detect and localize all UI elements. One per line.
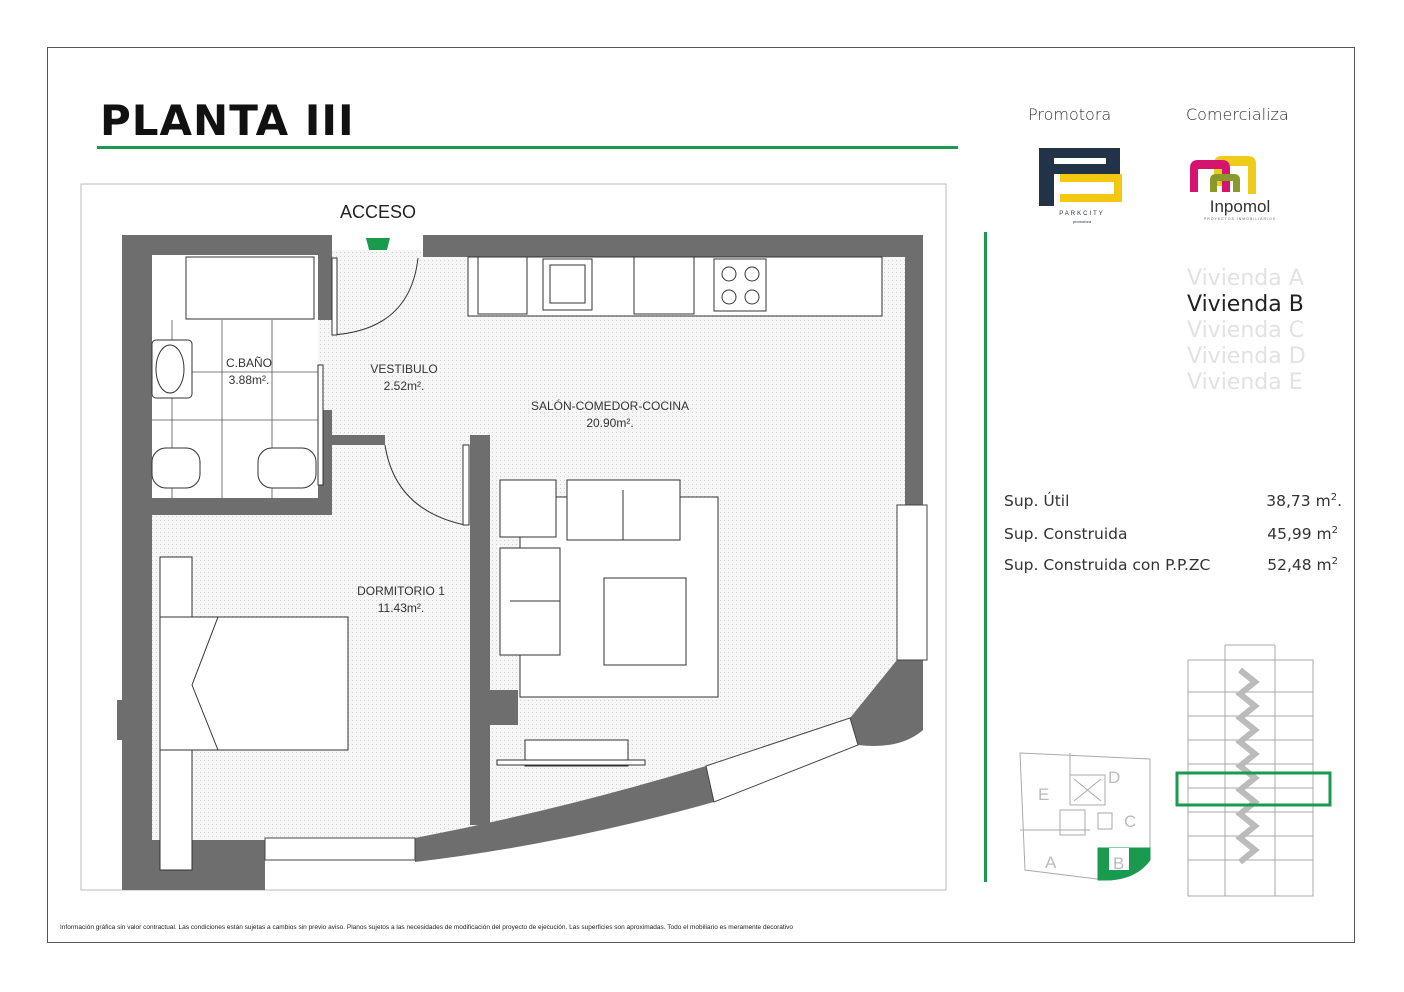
surface-value-construida-text: 45,99 m — [1267, 525, 1332, 544]
comercializa-label: Comercializa — [1186, 105, 1289, 124]
surface-label-construida-ppzc: Sup. Construida con P.P.ZC — [1004, 556, 1211, 574]
panel-divider — [984, 232, 987, 882]
surface-label-construida: Sup. Construida — [1004, 525, 1128, 543]
bathroom-fixtures — [151, 256, 317, 489]
key-unit-e: E — [1038, 785, 1049, 804]
svg-text:PROYECTOS INMOBILIARIOS: PROYECTOS INMOBILIARIOS — [1204, 217, 1276, 221]
doors — [317, 257, 470, 526]
surface-value-util-text: 38,73 m — [1266, 492, 1331, 511]
surface-label-util: Sup. Útil — [1004, 492, 1070, 510]
vivienda-item-e[interactable]: Vivienda E — [1187, 370, 1303, 395]
key-unit-d: D — [1108, 768, 1120, 787]
room-area-living: 20.90m². — [586, 416, 633, 430]
room-name-vestibule: VESTIBULO — [370, 362, 437, 376]
promotora-label: Promotora — [1028, 105, 1112, 124]
floor-plan: ACCESO — [80, 183, 947, 891]
access-label: ACCESO — [340, 202, 416, 222]
kitchen-counter — [467, 256, 883, 317]
key-floor-plan: E D C A B — [1019, 752, 1151, 881]
surface-value-construida-ppzc-text: 52,48 m — [1267, 556, 1332, 575]
surface-value-util-suffix: . — [1337, 492, 1342, 511]
living-furniture — [496, 479, 719, 767]
parkcity-logo: PARKCITY promotora — [1039, 148, 1122, 224]
vivienda-item-d[interactable]: Vivienda D — [1187, 344, 1306, 369]
surface-value-construida: 45,99 m2 — [1267, 525, 1338, 544]
building-section — [1175, 644, 1332, 897]
key-unit-c: C — [1124, 812, 1136, 831]
room-name-bedroom: DORMITORIO 1 — [357, 584, 445, 598]
windows — [264, 504, 928, 861]
disclaimer: Información gráfica sin valor contractua… — [60, 924, 793, 931]
key-unit-a: A — [1045, 853, 1057, 872]
room-name-living: SALÓN-COMEDOR-COCINA — [531, 398, 689, 413]
inpomol-logo: Inpomol PROYECTOS INMOBILIARIOS — [1190, 156, 1276, 221]
bedroom-furniture — [159, 556, 349, 871]
room-name-bathroom: C.BAÑO — [226, 356, 272, 370]
room-area-bathroom: 3.88m². — [229, 373, 270, 387]
room-area-bedroom: 11.43m². — [378, 601, 424, 615]
surface-value-util: 38,73 m2. — [1266, 492, 1342, 511]
vivienda-item-c[interactable]: Vivienda C — [1187, 318, 1305, 343]
key-unit-b: B — [1113, 854, 1124, 873]
svg-text:Inpomol: Inpomol — [1210, 197, 1270, 216]
room-area-vestibule: 2.52m². — [384, 379, 425, 393]
title-divider — [97, 146, 958, 149]
svg-text:PARKCITY: PARKCITY — [1059, 211, 1105, 217]
page-title: PLANTA III — [100, 96, 355, 145]
surface-value-construida-ppzc: 52,48 m2 — [1267, 556, 1338, 575]
svg-text:promotora: promotora — [1073, 219, 1092, 224]
page-frame — [47, 47, 1355, 943]
plan-frame — [80, 183, 947, 891]
vivienda-item-a[interactable]: Vivienda A — [1187, 266, 1304, 291]
vivienda-item-b[interactable]: Vivienda B — [1187, 292, 1304, 317]
